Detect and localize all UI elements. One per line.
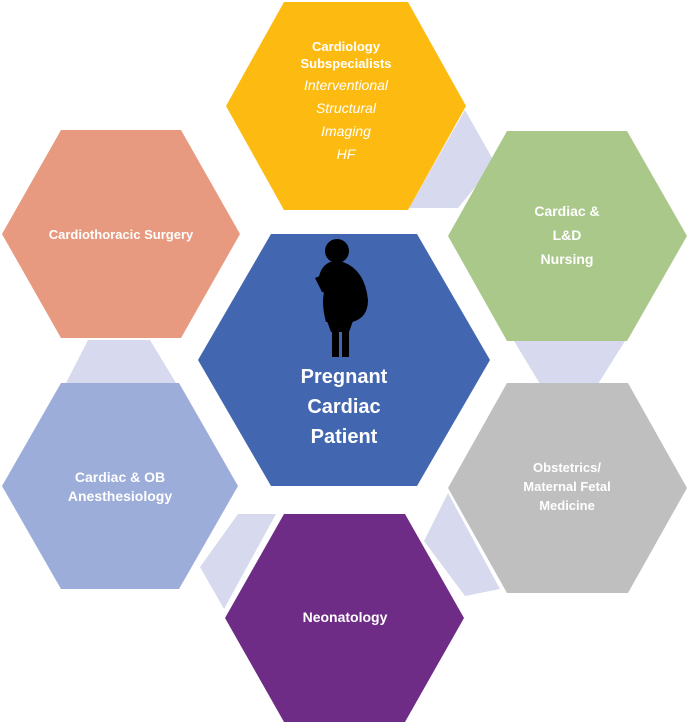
hex-cardiology	[226, 2, 466, 210]
nursing-title-3: Nursing	[540, 251, 594, 267]
center-line-2: Cardiac	[307, 396, 381, 418]
obstetrics-title-1: Obstetrics/	[533, 460, 601, 475]
nursing-label: Cardiac & L&D Nursing	[497, 199, 637, 271]
connector-nursing-obstetrics	[514, 341, 625, 384]
center-line-3: Patient	[310, 426, 378, 448]
hex-nursing	[448, 131, 687, 341]
hex-obstetrics	[448, 383, 687, 593]
anesthesiology-title-1: Cardiac & OB	[74, 469, 166, 485]
cardiology-title-1: Cardiology	[312, 39, 380, 54]
nursing-title-1: Cardiac &	[534, 203, 600, 219]
neonatology-title-1: Neonatology	[302, 609, 388, 625]
hex-anesthesiology	[2, 383, 238, 589]
hex-surgery	[2, 130, 240, 338]
cardiology-sub-3: Imaging	[321, 123, 371, 139]
connector-obstetrics-neonatology	[424, 493, 500, 596]
cardiology-label: Cardiology Subspecialists Interventional…	[266, 38, 426, 166]
center-line-1: Pregnant	[300, 366, 388, 388]
connector-anesthesiology-surgery	[66, 340, 176, 383]
cardiology-title-2: Subspecialists	[300, 56, 392, 71]
hex-neonatology	[225, 514, 464, 722]
connector-cardiology-nursing	[409, 110, 495, 208]
connector-neonatology-anesthesiology	[200, 514, 276, 609]
cardiology-sub-2: Structural	[316, 100, 376, 116]
obstetrics-title-3: Medicine	[539, 498, 595, 513]
anesthesiology-title-2: Anesthesiology	[67, 488, 173, 504]
obstetrics-title-2: Maternal Fetal	[523, 479, 611, 494]
cardiology-sub-1: Interventional	[303, 77, 389, 93]
anesthesiology-label: Cardiac & OB Anesthesiology	[40, 468, 200, 506]
pregnant-woman-icon	[315, 239, 368, 357]
cardiology-sub-4: HF	[336, 146, 356, 162]
nursing-title-2: L&D	[552, 227, 582, 243]
neonatology-label: Neonatology	[265, 608, 425, 627]
center-label: Pregnant Cardiac Patient	[270, 362, 418, 452]
obstetrics-label: Obstetrics/ Maternal Fetal Medicine	[492, 458, 642, 515]
hex-center	[198, 234, 490, 486]
surgery-label: Cardiothoracic Surgery	[26, 225, 216, 244]
surgery-title-1: Cardiothoracic Surgery	[48, 227, 194, 242]
connectors	[66, 110, 625, 609]
